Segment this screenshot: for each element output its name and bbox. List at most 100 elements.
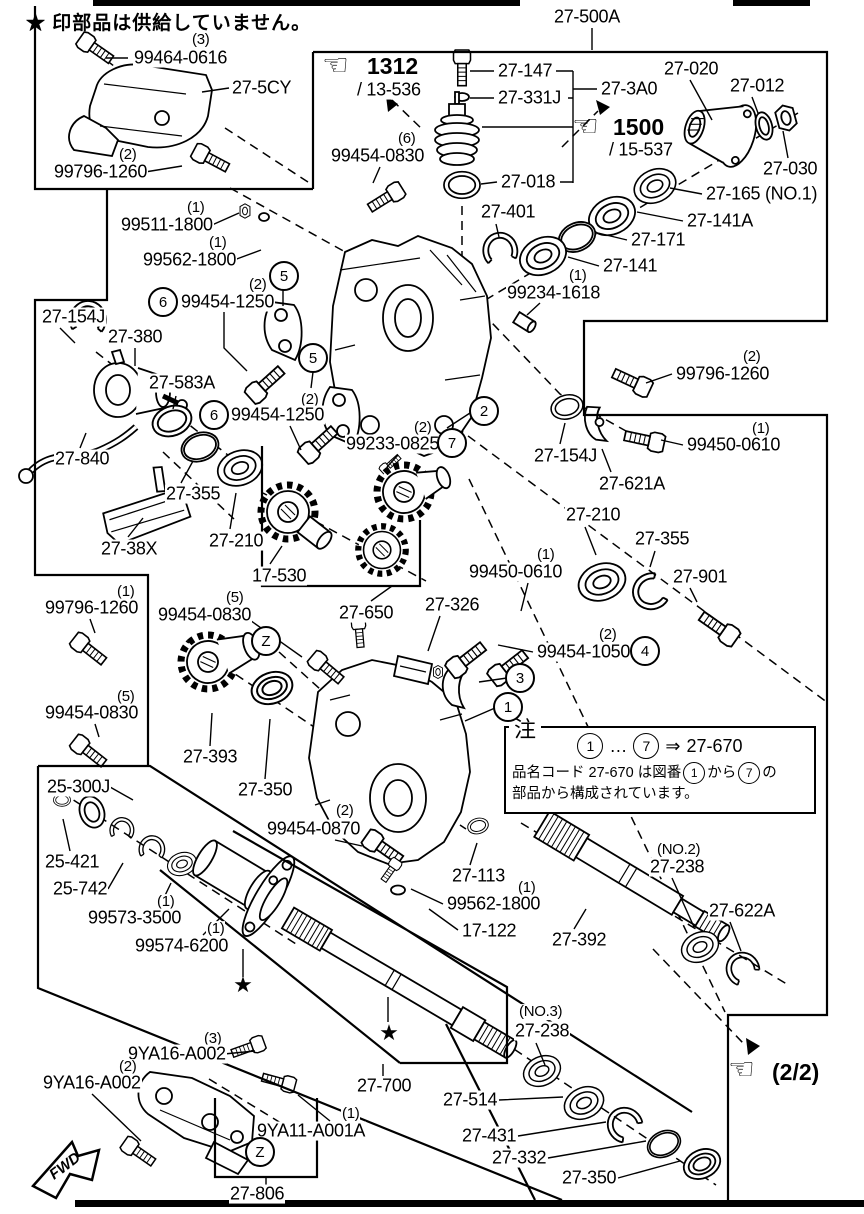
label-99454-1050: 99454-1050	[536, 641, 632, 662]
label-9YA16-A002-b: 9YA16-A002	[42, 1072, 142, 1093]
label-25-300J: 25-300J	[46, 776, 111, 797]
qty-99464-0616: (3)	[191, 31, 211, 49]
hand-icon-page-ref: ☜	[728, 1053, 755, 1086]
nut-small	[433, 665, 443, 679]
label-27-154J-b: 27-154J	[533, 445, 598, 466]
qty-99454-0870: (2)	[335, 802, 355, 820]
legend-circle-to: 7	[633, 733, 660, 759]
callout-circle-2: 2	[469, 396, 499, 426]
qty-99454-0830-a: (6)	[397, 130, 417, 148]
label-27-171: 27-171	[630, 229, 687, 250]
label-27-700: 27-700	[356, 1075, 413, 1096]
label-27-154J-a: 27-154J	[41, 306, 106, 327]
bolt-99454-0830-a	[364, 179, 408, 217]
label-27-392: 27-392	[551, 929, 608, 950]
legend-dots: …	[609, 735, 628, 756]
qty-99454-0830-c: (5)	[116, 688, 136, 706]
transfer-carrier-housing	[329, 235, 492, 457]
oring-27-113	[465, 815, 491, 837]
label-27-018: 27-018	[500, 171, 557, 192]
label-99562-1800-b: 99562-1800	[446, 893, 542, 914]
qty-9YA16-A002-b: (2)	[118, 1058, 138, 1076]
qty-9YA16-A002-a: (3)	[203, 1030, 223, 1048]
label-27-141: 27-141	[602, 255, 659, 276]
seal-25-421	[78, 795, 106, 829]
label-27-806: 27-806	[229, 1183, 286, 1204]
qty-99511-1800: (1)	[186, 199, 206, 217]
bolt-9YA16-A002-b	[118, 1134, 159, 1171]
callout-circle-Z: Z	[251, 626, 281, 656]
label-99454-0830-b: 99454-0830	[157, 604, 253, 625]
bolt-99796-1260-a	[188, 141, 233, 177]
label-27-401: 27-401	[480, 201, 537, 222]
fwd-arrow: FWD	[31, 1139, 101, 1200]
label-27-030: 27-030	[762, 158, 819, 179]
bolt-99454-0830-b	[305, 648, 348, 689]
oring-27-154J-b	[547, 390, 587, 424]
retainer-27-431	[599, 1099, 646, 1146]
snap-ring-27-401	[479, 229, 520, 265]
callout-circle-1: 1	[493, 692, 523, 722]
ring-27-355-b	[626, 569, 670, 617]
callout-circle-5: 5	[269, 261, 299, 291]
label-27-210-b: 27-210	[565, 504, 622, 525]
ref-13-536: / 13-536	[356, 79, 422, 100]
qty-99454-1050: (2)	[598, 626, 618, 644]
callout-circle-Z: Z	[245, 1137, 275, 1167]
label-99573-3500: 99573-3500	[87, 907, 183, 928]
label-27-355-b: 27-355	[634, 528, 691, 549]
driveshaft-27-700	[280, 906, 518, 1059]
callout-circle-5: 5	[298, 343, 328, 373]
label-27-141A: 27-141A	[686, 210, 754, 231]
washer-27-012	[754, 111, 774, 141]
gear-27-650-lower	[358, 526, 406, 574]
not-supplied-note: ★ 印部品は供給していません。	[26, 13, 312, 34]
label-27-3A0: 27-3A0	[600, 78, 659, 99]
label-99234-1618: 99234-1618	[506, 282, 602, 303]
label-27-583A: 27-583A	[148, 372, 216, 393]
label-27-113: 27-113	[451, 865, 506, 886]
bushing-99234-1618	[511, 310, 537, 334]
label-25-742: 25-742	[52, 878, 109, 899]
qty-99450-0610-b: (1)	[536, 546, 556, 564]
oring-27-018	[443, 170, 481, 200]
qty-99796-1260-b: (2)	[742, 348, 762, 366]
qty-99574-6200: (1)	[206, 920, 226, 938]
snap-ring-25-742-a	[108, 816, 136, 840]
label-27-165: 27-165 (NO.1)	[705, 183, 819, 204]
bearing-27-210-b	[572, 555, 632, 609]
nut-99511-1800	[239, 203, 251, 219]
bearing-27-165	[627, 161, 683, 211]
qty-99233-0825: (2)	[413, 419, 433, 437]
label-27-350-a: 27-350	[237, 779, 294, 800]
label-27-012: 27-012	[729, 75, 786, 96]
label-27-147: 27-147	[497, 60, 554, 81]
callout-circle-4: 4	[630, 636, 660, 666]
callout-circle-7: 7	[437, 428, 467, 458]
label-27-326: 27-326	[424, 594, 481, 615]
seal-27-355-a	[176, 426, 224, 468]
label-27-331J: 27-331J	[497, 87, 562, 108]
page-border-bars	[75, 0, 864, 1207]
label-27-238-a: 27-238	[649, 856, 706, 877]
control-cover-27-3A0	[434, 49, 481, 200]
seal-27-350-b	[682, 1148, 722, 1180]
bolt-99796-1260-c	[67, 630, 111, 670]
label-99511-1800: 99511-1800	[120, 214, 214, 235]
qty-99454-1250-a: (2)	[248, 276, 268, 294]
bolt-99796-1260-b	[608, 363, 655, 400]
label-27-650: 27-650	[338, 602, 395, 623]
not-supplied-star-shaft: ★	[379, 1020, 399, 1045]
qty-99573-3500: (1)	[156, 893, 176, 911]
bracket-9YA16	[137, 1071, 255, 1176]
label-27-840: 27-840	[54, 448, 111, 469]
label-99450-0610-b: 99450-0610	[468, 561, 564, 582]
shaft-27-392	[533, 809, 731, 943]
legend-arrow: ⇒	[665, 735, 681, 756]
label-9YA16-A002-a: 9YA16-A002	[127, 1043, 227, 1064]
shift-fork-upper	[263, 301, 303, 362]
bolt-99454-1250-b	[295, 421, 342, 467]
label-99454-0830-a: 99454-0830	[330, 145, 426, 166]
callout-circle-3: 3	[505, 663, 535, 693]
